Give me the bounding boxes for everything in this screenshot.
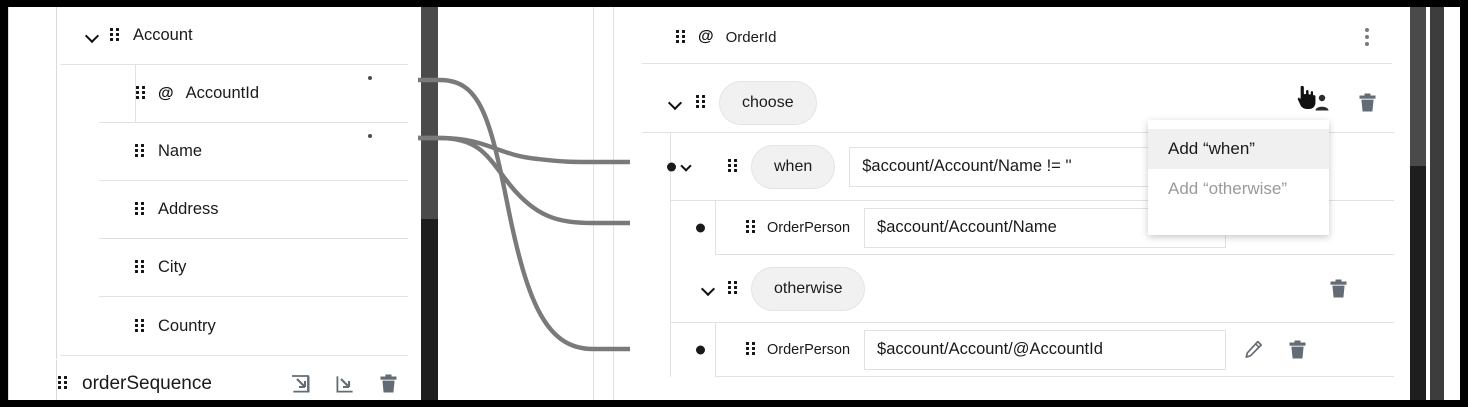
delete-icon[interactable] xyxy=(1287,339,1308,361)
grip-icon[interactable] xyxy=(728,159,739,174)
window-side-bar xyxy=(1430,7,1444,400)
attribute-at-icon: @ xyxy=(158,84,174,102)
grip-icon[interactable] xyxy=(676,29,687,45)
frame-top xyxy=(0,0,1468,7)
grip-icon[interactable] xyxy=(728,281,739,296)
target-node-label: OrderId xyxy=(725,28,777,46)
connector-canvas xyxy=(418,7,653,400)
grip-icon[interactable] xyxy=(135,318,146,334)
choose-header[interactable]: choose xyxy=(642,73,1394,133)
edit-icon[interactable] xyxy=(1243,339,1264,360)
connector-lines xyxy=(418,77,653,352)
tree-node-label: City xyxy=(158,258,187,276)
order-sequence-label: orderSequence xyxy=(82,372,212,394)
choose-pill[interactable]: choose xyxy=(719,80,817,125)
tree-node-label: Account xyxy=(133,26,193,44)
grip-icon[interactable] xyxy=(746,342,757,357)
when-pill[interactable]: when xyxy=(751,144,836,189)
otherwise-children: OrderPerson $account/Account/@AccountId xyxy=(696,323,1394,377)
tree-node-account[interactable]: Account xyxy=(60,7,408,64)
connector-source-dot-accountid[interactable] xyxy=(368,76,372,80)
grip-icon[interactable] xyxy=(135,202,146,217)
left-scrollbar-thumb[interactable] xyxy=(421,7,438,219)
expand-out-icon[interactable] xyxy=(334,373,356,395)
connector-guide-1 xyxy=(593,7,594,400)
delete-icon[interactable] xyxy=(378,373,399,395)
otherwise-actions xyxy=(1328,278,1349,300)
attribute-at-icon: @ xyxy=(698,28,714,45)
tree-node-label: Address xyxy=(158,200,219,218)
pane-divider-left xyxy=(56,7,57,400)
delete-otherwise-icon[interactable] xyxy=(1328,278,1349,300)
target-leaf-orderperson-otherwise[interactable]: OrderPerson $account/Account/@AccountId xyxy=(696,323,1394,377)
collapse-into-icon[interactable] xyxy=(290,373,312,395)
choose-context-menu: Add “when” Add “otherwise” xyxy=(1148,120,1329,235)
kebab-menu-icon[interactable] xyxy=(1365,28,1369,46)
otherwise-branch: otherwise xyxy=(670,255,1394,377)
delete-choose-icon[interactable] xyxy=(1357,92,1378,114)
pane-edge-left xyxy=(8,7,9,400)
choose-actions xyxy=(1311,92,1378,114)
grip-icon[interactable] xyxy=(746,220,757,235)
account-children: @ AccountId Name Address City xyxy=(60,64,408,356)
frame-left xyxy=(0,0,8,407)
footer-actions xyxy=(290,373,399,395)
tree-node-label: Country xyxy=(158,316,216,335)
tree-node-name[interactable]: Name xyxy=(99,123,408,181)
order-sequence-footer: orderSequence xyxy=(16,359,420,400)
grip-icon[interactable] xyxy=(696,95,707,110)
target-leaf-label: OrderPerson xyxy=(767,341,851,358)
account-tree-card: Account @ AccountId Name Address xyxy=(60,7,408,356)
tree-node-accountid[interactable]: @ AccountId xyxy=(99,65,408,123)
connector-guide-2 xyxy=(613,7,614,400)
left-scrollbar[interactable] xyxy=(421,7,438,400)
chevron-down-icon[interactable] xyxy=(701,282,715,296)
right-scrollbar-thumb[interactable] xyxy=(1410,7,1426,166)
chevron-down-icon[interactable] xyxy=(668,96,682,110)
tree-node-label: AccountId xyxy=(185,84,259,102)
tree-node-address[interactable]: Address xyxy=(99,181,408,239)
menu-item-add-when[interactable]: Add “when” xyxy=(1148,129,1329,169)
target-node-orderid[interactable]: @ OrderId xyxy=(642,11,1392,64)
grip-icon[interactable] xyxy=(136,86,147,101)
tree-node-country[interactable]: Country xyxy=(99,297,408,355)
otherwise-header[interactable]: otherwise xyxy=(671,255,1394,323)
connector-target-dot-orderperson-when[interactable] xyxy=(696,223,705,232)
menu-item-add-otherwise: Add “otherwise” xyxy=(1168,179,1288,198)
chevron-down-icon[interactable] xyxy=(85,29,99,43)
otherwise-pill[interactable]: otherwise xyxy=(751,266,866,311)
add-branch-icon[interactable] xyxy=(1311,92,1333,114)
tree-node-label: Name xyxy=(158,142,203,160)
orderperson-value-input[interactable]: $account/Account/@AccountId xyxy=(864,329,1227,370)
grip-icon[interactable] xyxy=(135,260,146,275)
chevron-down-icon[interactable] xyxy=(681,161,692,172)
leaf-actions xyxy=(1243,339,1308,361)
source-tree-pane: Account @ AccountId Name Address xyxy=(8,7,420,400)
grip-icon[interactable] xyxy=(58,376,69,391)
target-leaf-label: OrderPerson xyxy=(767,219,851,236)
connector-target-dot-when[interactable] xyxy=(667,162,676,171)
frame-right xyxy=(1460,0,1468,407)
grip-icon[interactable] xyxy=(135,144,146,159)
right-scrollbar[interactable] xyxy=(1410,7,1426,400)
tree-node-city[interactable]: City xyxy=(99,239,408,297)
connector-source-dot-name[interactable] xyxy=(368,134,372,138)
grip-icon[interactable] xyxy=(110,28,121,43)
frame-bottom xyxy=(0,400,1468,407)
connector-target-dot-orderperson-otherwise[interactable] xyxy=(696,345,705,354)
